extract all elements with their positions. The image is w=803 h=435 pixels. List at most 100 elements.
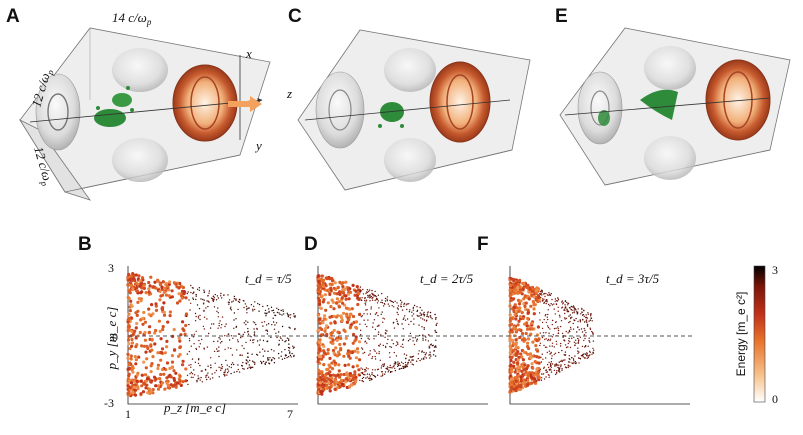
scatter-point [337,369,341,373]
scatter-point [194,320,197,322]
scatter-point [271,324,273,326]
scatter-point [218,376,220,378]
scatter-point [384,371,387,373]
scatter-point [207,376,210,378]
scatter-point [132,277,136,281]
scatter-point [361,380,363,382]
scatter-point [543,344,545,347]
scatter-point [281,339,284,341]
scatter-point [530,321,534,325]
scatter-point [579,336,582,338]
scatter-point [267,350,269,352]
scatter-point [376,325,379,327]
scatter-point [251,353,253,355]
scatter-point [588,340,590,342]
scatter-point [156,387,161,391]
scatter-point [516,346,520,350]
scatter-point [199,364,201,367]
scatter-point [146,391,150,395]
scatter-point [586,355,588,357]
scatter-point [564,306,567,308]
scatter-point [373,349,375,351]
scatter-point [537,295,541,299]
scatter-point [546,301,548,303]
scatter-point [526,316,530,321]
scatter-point [374,328,377,331]
scatter-point [288,349,290,352]
scatter-point [554,300,556,302]
scatter-point [207,372,209,374]
scatter-point [218,366,220,368]
scatter-point [569,341,571,343]
scatter-point [262,355,264,357]
scatter-point [430,355,432,357]
scatter-point [517,302,522,306]
scatter-point [333,378,337,382]
scatter-point [418,334,421,337]
scatter-point [408,323,410,326]
scatter-point [402,346,404,348]
scatter-point [377,294,379,296]
scatter-point [367,294,369,297]
panel-A: A x z y 14 c/ω [6,6,292,201]
scatter-point [210,364,212,366]
scatter-point [362,371,364,374]
scatter-point [126,367,130,371]
scatter-point [290,314,292,316]
scatter-point [404,315,406,317]
scatter-point [561,306,564,308]
scatter-point [332,291,337,295]
scatter-point [384,297,387,300]
scatter-point [401,343,404,345]
scatter-point [264,363,266,366]
scatter-point [189,373,191,375]
scatter-point [508,304,512,308]
scatter-point [508,291,513,295]
scatter-point [198,289,200,291]
axis-z-label: z [286,86,292,101]
scatter-point [555,327,557,329]
scatter-point [543,367,545,369]
scatter-point [228,299,231,301]
scatter-point [218,325,220,327]
scatter-point [528,333,533,337]
scatter-point [564,317,566,319]
scatter-point [373,338,375,340]
scatter-point [365,292,367,295]
scatter-point [191,334,193,336]
scatter-point [162,301,166,305]
scatter-point [365,370,367,372]
scatter-point [130,337,134,342]
scatter-point [331,341,335,345]
scatter-point [161,325,165,329]
scatter-point [318,341,322,345]
scatter-point [281,314,283,316]
scatter-point [371,294,374,296]
scatter-point [240,336,242,339]
scatter-point [396,320,398,322]
scatter-point [205,369,207,371]
scatter-point [357,340,362,344]
scatter-point [564,300,567,302]
scatter-point [508,323,512,327]
scatter-point [201,370,203,372]
scatter-point [517,319,521,323]
scatter-point [353,339,357,343]
scatter-point [548,303,550,306]
scatter-point [382,363,384,366]
scatter-point [427,311,429,313]
scatter-point [422,318,424,320]
scatter-point [560,320,563,322]
scatter-point [317,287,321,292]
scatter-point [331,338,335,342]
scatter-point [231,301,233,303]
scatter-point [317,298,321,302]
scatter-point [539,301,541,303]
scatter-point [252,341,254,344]
scatter-point [271,358,273,361]
scatter-point [543,301,546,304]
scatter-point [198,339,200,342]
scatter-point [393,365,395,367]
scatter-point [266,333,268,335]
scatter-point [148,284,152,288]
